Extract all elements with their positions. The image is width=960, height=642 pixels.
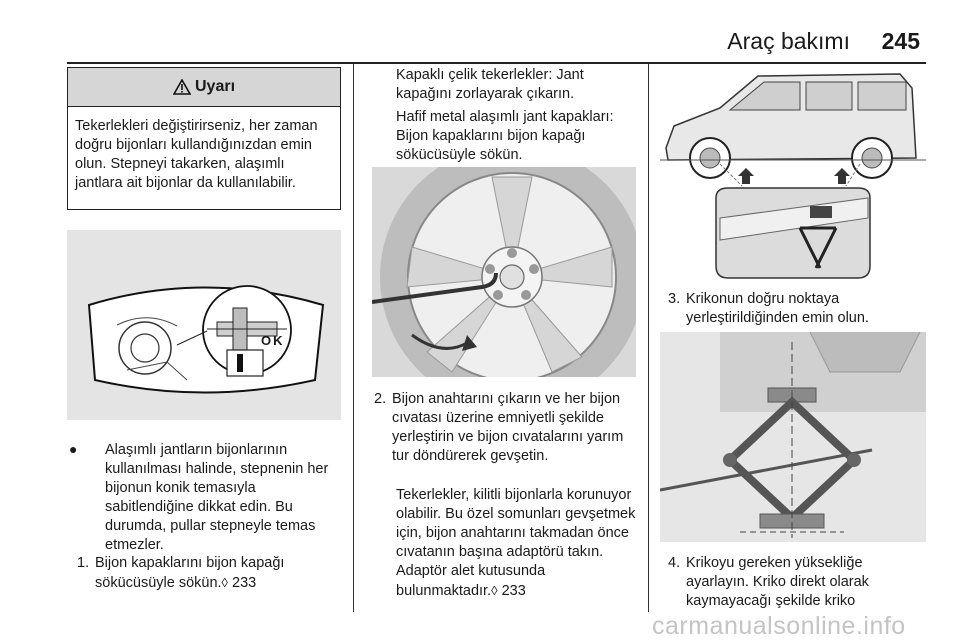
ok-label: OK [261, 333, 285, 348]
header-rule [67, 62, 926, 64]
step-3-text: Krikonun doğru noktaya yerleştirildiğind… [686, 291, 869, 326]
warning-header: Uyarı [68, 68, 340, 107]
watermark: carmanualsonline.info [652, 612, 906, 640]
wheel-bolt-illustration: OK [67, 230, 341, 420]
bullet-dot: ● [69, 441, 78, 457]
paragraph-locking-nuts: Tekerlekler, kilitli bijonlarla korunuyo… [396, 486, 636, 601]
step-1: 1. Bijon kapaklarını bijon kapağı sökücü… [77, 554, 341, 593]
step-1-text: Bijon kapaklarını bijon kapağı sökücüsüy… [95, 555, 285, 591]
column-divider-1 [353, 64, 354, 612]
scissor-jack-illustration [660, 332, 926, 542]
warning-text: Tekerlekleri değiştirirseniz, her zaman … [75, 118, 318, 191]
step-3-number: 3. [668, 291, 681, 307]
locking-nuts-text: Tekerlekler, kilitli bijonlarla korunuyo… [396, 487, 636, 599]
locking-nuts-ref[interactable]: 233 [501, 583, 526, 599]
column-3: 3. Krikonun doğru noktaya yerleştirildiğ… [660, 64, 926, 630]
column-1: Uyarı Tekerlekleri değiştirirseniz, her … [67, 64, 341, 630]
step-4-number: 4. [668, 555, 681, 571]
bullet-item: ● Alaşımlı jantların bijonlarının kullan… [67, 441, 341, 555]
jack-points-illustration [660, 68, 926, 282]
alloy-wheel-illustration [372, 167, 636, 377]
step-4-text: Krikoyu gereken yüksekliğe ayarlayın. Kr… [686, 555, 869, 609]
alloy-wheel-drawing [372, 167, 636, 377]
warning-box: Uyarı Tekerlekleri değiştirirseniz, her … [67, 67, 341, 210]
bullet-text: Alaşımlı jantların bijonlarının kullanıl… [105, 442, 329, 553]
page-header: Araç bakımı 245 [0, 22, 960, 64]
page-reference-icon: ◊ [491, 583, 498, 598]
paragraph-steel-wheels: Kapaklı çelik tekerlekler: Jant kapağını… [396, 67, 584, 102]
step-1-ref[interactable]: 233 [232, 575, 257, 591]
step-2: 2. Bijon anahtarını çıkarın ve her bijon… [374, 390, 636, 466]
scissor-jack-drawing [660, 332, 926, 538]
paragraph-alloy-covers: Hafif metal alaşımlı jant kapakları: Bij… [396, 109, 614, 163]
page-number: 245 [881, 28, 920, 54]
page-reference-icon: ◊ [221, 575, 228, 590]
step-1-number: 1. [77, 555, 90, 571]
warning-triangle-icon [172, 79, 191, 95]
section-title: Araç bakımı [727, 28, 850, 54]
column-2: Kapaklı çelik tekerlekler: Jant kapağını… [366, 64, 636, 630]
warning-title: Uyarı [194, 78, 236, 95]
step-3: 3. Krikonun doğru noktaya yerleştirildiğ… [668, 290, 926, 328]
step-2-number: 2. [374, 391, 387, 407]
column-divider-2 [648, 64, 649, 612]
wheel-bolt-drawing [87, 285, 325, 394]
step-4: 4. Krikoyu gereken yüksekliğe ayarlayın.… [668, 554, 926, 611]
van-jack-drawing [660, 73, 926, 279]
step-2-text: Bijon anahtarını çıkarın ve her bijon cı… [392, 391, 624, 464]
